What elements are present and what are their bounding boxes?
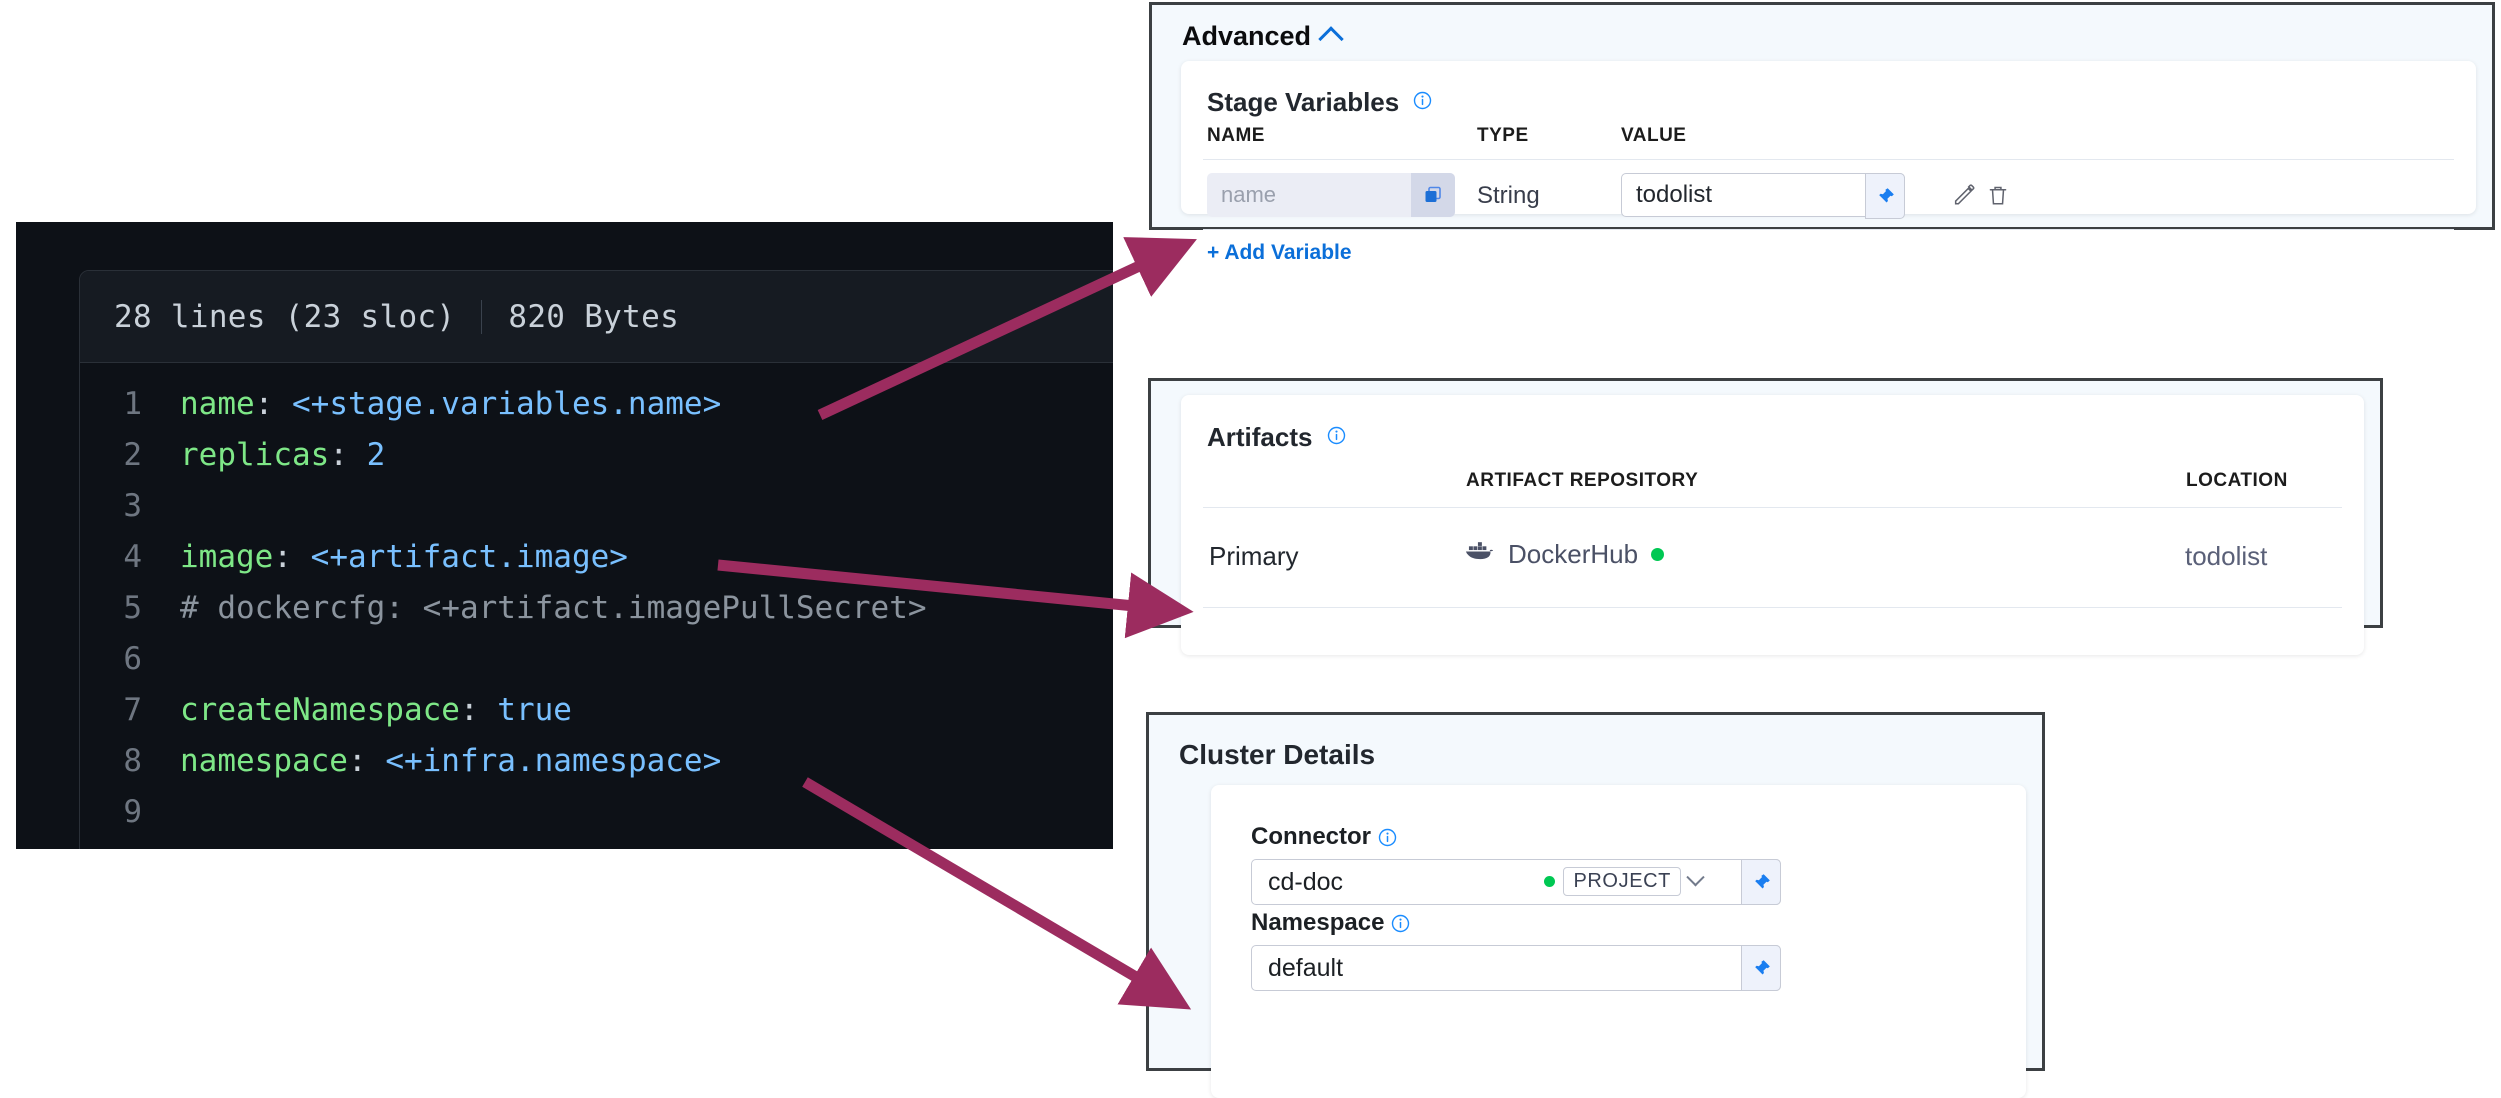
advanced-header-label: Advanced <box>1182 21 1312 51</box>
table-row: Primary DockerHub todolist <box>1203 535 2342 587</box>
code-line-number: 7 <box>123 692 142 728</box>
code-line-text: name: <+stage.variables.name> <box>180 386 722 422</box>
code-line: 9 <box>80 787 1113 838</box>
code-line-text: image: <+artifact.image> <box>180 539 628 575</box>
cluster-details-title: Cluster Details <box>1179 739 1376 770</box>
code-line: 2 replicas: 2 <box>80 430 1113 481</box>
namespace-input[interactable]: default <box>1251 945 1781 991</box>
variable-value-input[interactable]: todolist <box>1621 173 1905 219</box>
cluster-details-panel: Cluster Details Connector cd-doc PROJECT… <box>1146 712 2045 1098</box>
code-line-number: 9 <box>123 794 142 830</box>
code-viewer-header: 28 lines (23 sloc) 820 Bytes <box>80 271 1113 363</box>
pin-icon[interactable] <box>1865 173 1905 219</box>
status-dot-icon <box>1544 876 1556 887</box>
code-line-text <box>180 634 199 685</box>
code-viewer: 28 lines (23 sloc) 820 Bytes 1 name: <+st… <box>16 222 1113 849</box>
stage-variables-card: Stage Variables NAME TYPE VALUE name Str… <box>1181 61 2476 264</box>
variable-name-placeholder: name <box>1221 182 1277 207</box>
table-divider-bottom <box>1203 229 2454 230</box>
code-line: 1 name: <+stage.variables.name> <box>80 379 1113 430</box>
connector-value: cd-doc <box>1268 867 1344 896</box>
chevron-down-icon[interactable] <box>1686 868 1705 887</box>
variable-value-text: todolist <box>1636 181 1713 208</box>
code-line-number: 3 <box>123 488 142 524</box>
code-line-number: 8 <box>123 743 142 779</box>
code-size-meta: 820 Bytes <box>508 298 680 335</box>
code-lines-container: 1 name: <+stage.variables.name> 2 replicas:… <box>80 363 1113 838</box>
artifacts-title-text: Artifacts <box>1207 422 1313 452</box>
column-header-location: LOCATION <box>2186 470 2288 491</box>
code-line-text <box>180 481 199 532</box>
info-icon[interactable] <box>1391 914 1410 933</box>
advanced-section-panel: Advanced Stage Variables NAME TYPE VALUE… <box>1149 2 2495 264</box>
info-icon[interactable] <box>1327 426 1346 445</box>
code-line-number: 2 <box>123 437 142 473</box>
table-divider-top <box>1203 159 2454 160</box>
table-row: name String todolist <box>1203 173 2454 221</box>
code-line-number: 4 <box>123 539 142 575</box>
artifact-type-label: Primary <box>1209 541 1299 571</box>
code-line-text: replicas: 2 <box>180 437 386 473</box>
info-icon[interactable] <box>1378 828 1397 847</box>
add-variable-button[interactable]: + Add Variable <box>1207 241 1352 264</box>
artifacts-section-panel: Artifacts ARTIFACT REPOSITORY LOCATION P… <box>1148 378 2383 655</box>
namespace-field-label: Namespace <box>1251 909 1410 937</box>
scope-badge: PROJECT <box>1563 867 1681 896</box>
artifacts-card: Artifacts ARTIFACT REPOSITORY LOCATION P… <box>1181 395 2364 655</box>
docker-whale-icon <box>1465 539 1495 570</box>
artifacts-title: Artifacts <box>1207 422 1346 453</box>
code-line: 6 <box>80 634 1113 685</box>
copy-icon[interactable] <box>1411 173 1455 217</box>
connector-field-label: Connector <box>1251 823 1397 851</box>
code-line: 7 createNamespace: true <box>80 685 1113 736</box>
code-line: 3 <box>80 481 1113 532</box>
namespace-value: default <box>1268 953 1344 982</box>
artifacts-divider-bottom <box>1203 607 2342 608</box>
artifact-repository-cell[interactable]: DockerHub <box>1465 539 1665 570</box>
code-line-text: createNamespace: true <box>180 692 572 728</box>
info-icon[interactable] <box>1413 91 1432 110</box>
artifacts-divider-top <box>1203 507 2342 508</box>
code-line-number: 1 <box>123 386 142 422</box>
namespace-label-text: Namespace <box>1251 909 1385 936</box>
stage-variables-title-text: Stage Variables <box>1207 87 1400 117</box>
column-header-artifact-repository: ARTIFACT REPOSITORY <box>1466 470 1699 491</box>
code-line-text: # dockercfg: <+artifact.imagePullSecret> <box>180 590 927 626</box>
code-line-number: 5 <box>123 590 142 626</box>
code-viewer-card: 28 lines (23 sloc) 820 Bytes 1 name: <+st… <box>79 270 1113 849</box>
artifact-location-value: todolist <box>2185 541 2268 571</box>
code-line-text: namespace: <+infra.namespace> <box>180 743 722 779</box>
chevron-up-icon[interactable] <box>1318 26 1344 52</box>
code-meta-divider <box>481 299 483 334</box>
stage-variables-title: Stage Variables <box>1207 87 1432 118</box>
column-header-value: VALUE <box>1621 125 1687 146</box>
trash-icon[interactable] <box>1981 178 2015 212</box>
code-lines-meta: 28 lines (23 sloc) <box>114 298 456 335</box>
variable-type-value: String <box>1477 182 1540 209</box>
status-dot-icon <box>1651 548 1665 561</box>
connector-input[interactable]: cd-doc PROJECT <box>1251 859 1781 905</box>
connector-label-text: Connector <box>1251 823 1371 850</box>
pin-icon[interactable] <box>1741 859 1781 905</box>
code-line: 4 image: <+artifact.image> <box>80 532 1113 583</box>
artifact-repository-name: DockerHub <box>1508 539 1639 569</box>
code-line-number: 6 <box>123 641 142 677</box>
code-line-text <box>180 787 199 838</box>
code-line: 8 namespace: <+infra.namespace> <box>80 736 1113 787</box>
variable-name-input[interactable]: name <box>1207 173 1455 217</box>
connector-scope-group: PROJECT <box>1544 867 1705 896</box>
column-header-type: TYPE <box>1477 125 1529 146</box>
cluster-details-card: Connector cd-doc PROJECT Namespace defau <box>1211 785 2026 1098</box>
edit-icon[interactable] <box>1948 178 1982 212</box>
pin-icon[interactable] <box>1741 945 1781 991</box>
code-line: 5 # dockercfg: <+artifact.imagePullSecret… <box>80 583 1113 634</box>
column-header-name: NAME <box>1207 125 1265 146</box>
advanced-section-header[interactable]: Advanced <box>1182 21 1344 52</box>
